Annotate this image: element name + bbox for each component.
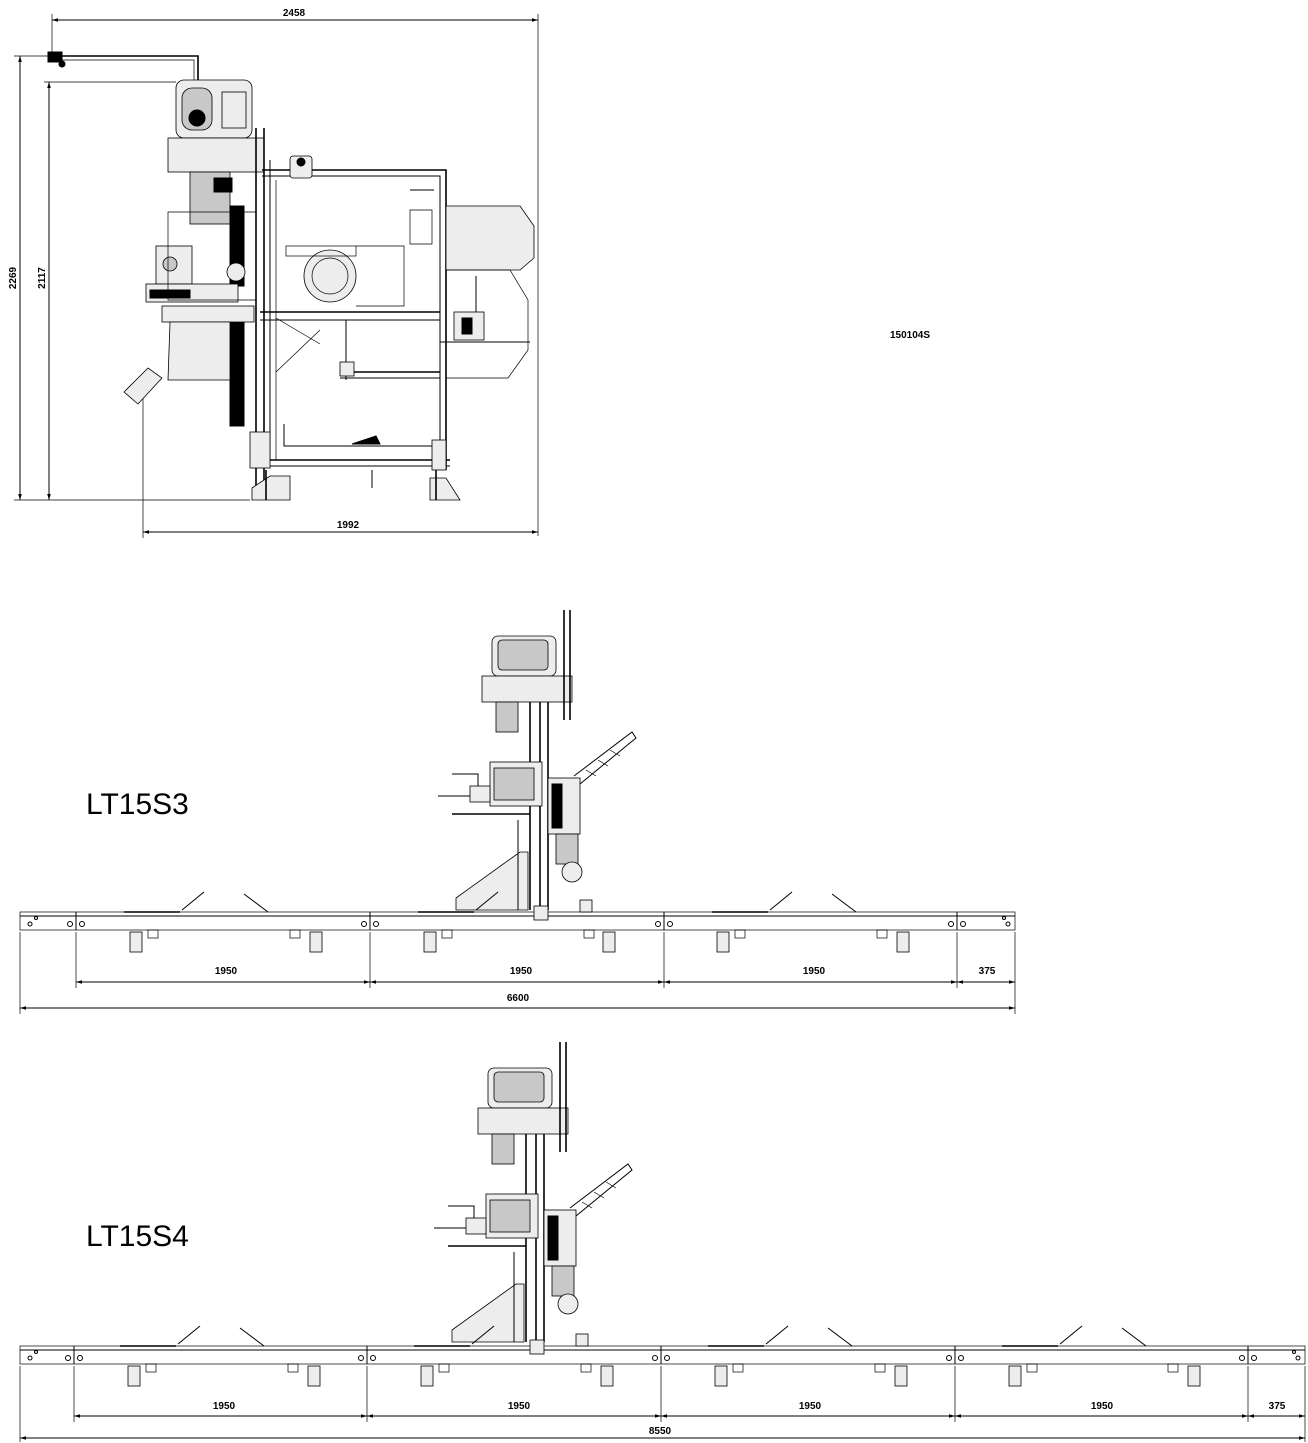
lt15s4-section-1: 1950	[213, 1401, 236, 1412]
blade-chain-lower	[229, 309, 245, 427]
lt15s3-end-dim: 375	[979, 966, 996, 977]
lt15s3-section-2: 1950	[510, 966, 533, 977]
lt15s4-section-4: 1950	[1091, 1401, 1114, 1412]
drawing-code: 150104S	[890, 330, 930, 341]
lt15s4-total-length: 8550	[649, 1426, 672, 1437]
dim-frame-height: 2117	[37, 267, 48, 289]
lt15s4-section-3: 1950	[799, 1401, 822, 1412]
motor	[303, 249, 357, 303]
dim-base-width: 1992	[337, 520, 360, 531]
left-foot	[251, 475, 291, 501]
model-lt15s3: LT15S3	[19, 609, 1016, 1014]
dim-overall-height: 2269	[8, 266, 19, 289]
lt15s4-section-2: 1950	[508, 1401, 531, 1412]
lt15s3-section-1: 1950	[215, 966, 238, 977]
model-label-lt15s3: LT15S3	[86, 788, 189, 821]
right-foot	[429, 477, 461, 501]
model-lt15s4: LT15S4	[19, 1041, 1306, 1442]
lt15s3-total-length: 6600	[507, 993, 530, 1004]
model-label-lt15s4: LT15S4	[86, 1220, 189, 1253]
lt15s3-section-3: 1950	[803, 966, 826, 977]
side-view: 2458 1992 2269 2117	[8, 8, 930, 538]
handle	[123, 367, 163, 405]
lt15s4-end-dim: 375	[1269, 1401, 1286, 1412]
dim-overall-width: 2458	[283, 8, 306, 19]
saw-housing-upper	[445, 205, 535, 271]
